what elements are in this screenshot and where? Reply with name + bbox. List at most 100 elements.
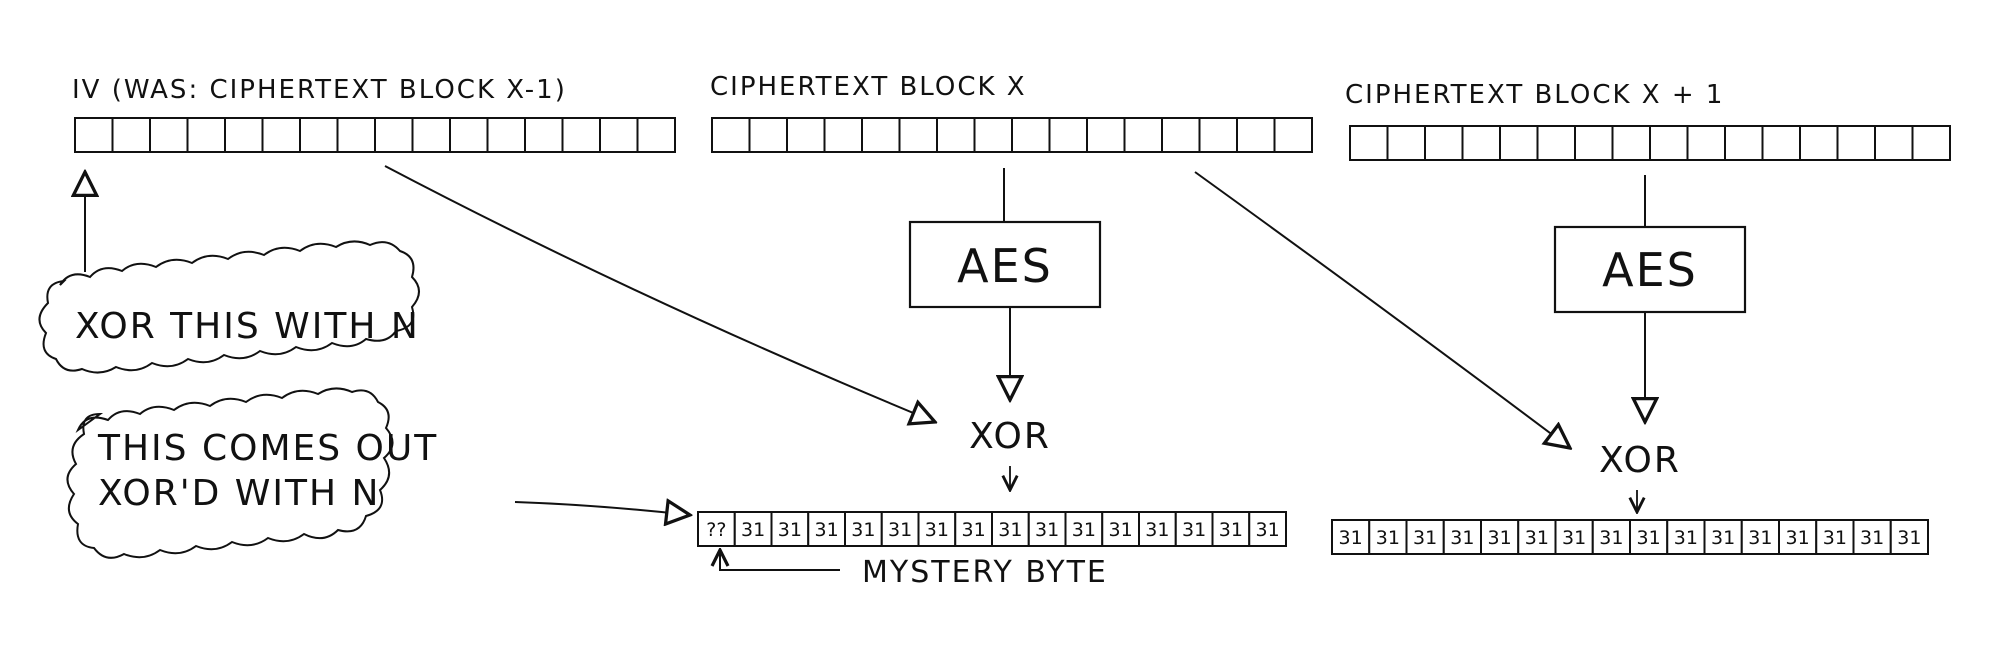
note-out-text-line1: THIS COMES OUT <box>97 428 438 469</box>
aes-box-2: AES <box>1553 175 1747 314</box>
byte-cell <box>1874 125 1914 161</box>
xor-label-2: XOR <box>1599 440 1681 481</box>
byte-cell <box>1724 125 1764 161</box>
byte-value: 31 <box>1072 519 1096 541</box>
byte-value: 31 <box>1109 519 1133 541</box>
byte-cell <box>374 117 414 153</box>
byte-value: 31 <box>888 519 912 541</box>
byte-cell <box>748 117 788 153</box>
byte-value: 31 <box>925 519 949 541</box>
byte-value: 31 <box>1488 527 1512 549</box>
byte-value: 31 <box>962 519 986 541</box>
byte-cell <box>898 117 938 153</box>
byte-cell <box>973 117 1013 153</box>
xor-label-1: XOR <box>969 416 1051 457</box>
byte-cell <box>1686 125 1726 161</box>
byte-cell <box>1198 117 1238 153</box>
iv-to-xor1-arrow <box>384 165 935 422</box>
byte-cell <box>336 117 376 153</box>
byte-cell <box>561 117 601 153</box>
byte-cell <box>1574 125 1614 161</box>
aes-label-1: AES <box>957 239 1053 293</box>
byte-cell <box>1424 125 1464 161</box>
byte-cell <box>1480 519 1520 555</box>
byte-cell <box>1461 125 1501 161</box>
byte-cell <box>524 117 564 153</box>
ciphertext-block-x1-label: CIPHERTEXT BLOCK X + 1 <box>1345 80 1724 110</box>
byte-value: 31 <box>1339 527 1363 549</box>
ciphertext-block-x <box>711 117 1313 153</box>
note-out-cloud: THIS COMES OUT XOR'D WITH N <box>66 387 438 559</box>
byte-cell <box>1889 519 1929 555</box>
byte-cell <box>299 117 339 153</box>
mystery-byte-label: MYSTERY BYTE <box>862 555 1108 590</box>
byte-cell <box>1101 511 1140 547</box>
byte-value: 31 <box>1035 519 1059 541</box>
byte-cell <box>111 117 151 153</box>
byte-cell <box>1911 125 1951 161</box>
byte-value: 31 <box>1599 527 1623 549</box>
byte-cell <box>1048 117 1088 153</box>
byte-cell <box>1761 125 1801 161</box>
byte-cell <box>1799 125 1839 161</box>
byte-cell <box>224 117 264 153</box>
byte-cell <box>1273 117 1313 153</box>
byte-value: 31 <box>1637 527 1661 549</box>
byte-value: 31 <box>998 519 1022 541</box>
byte-value: 31 <box>1897 527 1921 549</box>
byte-value: 31 <box>1562 527 1586 549</box>
iv-block <box>74 117 676 153</box>
byte-cell <box>1138 511 1177 547</box>
byte-cell <box>936 117 976 153</box>
byte-value: 31 <box>1413 527 1437 549</box>
byte-cell <box>1536 125 1576 161</box>
iv-block-label: IV (WAS: CIPHERTEXT BLOCK X-1) <box>72 75 567 105</box>
byte-cell <box>697 511 736 547</box>
byte-value: 31 <box>815 519 839 541</box>
byte-value: 31 <box>1219 519 1243 541</box>
byte-cell <box>1248 511 1287 547</box>
byte-value: 31 <box>1711 527 1735 549</box>
byte-value: 31 <box>1145 519 1169 541</box>
byte-cell <box>1499 125 1539 161</box>
byte-cell <box>786 117 826 153</box>
byte-value: 31 <box>741 519 765 541</box>
byte-cell <box>991 511 1030 547</box>
byte-cell <box>186 117 226 153</box>
byte-cell <box>149 117 189 153</box>
ciphertext-block-x1 <box>1349 125 1951 161</box>
byte-value: 31 <box>851 519 875 541</box>
byte-value: 31 <box>1823 527 1847 549</box>
note-xor-cloud: XOR THIS WITH N <box>38 240 420 374</box>
aes-box-1: AES <box>908 168 1102 309</box>
byte-value: 31 <box>778 519 802 541</box>
byte-cell <box>1740 519 1780 555</box>
byte-value: 31 <box>1860 527 1884 549</box>
byte-value: 31 <box>1450 527 1474 549</box>
byte-cell <box>861 117 901 153</box>
byte-cell <box>261 117 301 153</box>
byte-cell <box>411 117 451 153</box>
byte-cell <box>449 117 489 153</box>
byte-value: 31 <box>1376 527 1400 549</box>
byte-cell <box>1386 125 1426 161</box>
byte-cell <box>1405 519 1445 555</box>
byte-cell <box>1086 117 1126 153</box>
byte-cell <box>1591 519 1631 555</box>
byte-cell <box>1161 117 1201 153</box>
note-to-plaintext-arrow <box>514 502 690 515</box>
byte-cell <box>74 117 114 153</box>
byte-cell <box>1331 519 1371 555</box>
byte-cell <box>636 117 676 153</box>
byte-cell <box>1174 511 1214 547</box>
byte-cell <box>599 117 639 153</box>
byte-cell <box>1836 125 1876 161</box>
note-out-text-line2: XOR'D WITH N <box>98 473 380 514</box>
byte-cell <box>1211 511 1251 547</box>
blockx-to-xor2-arrow <box>1194 171 1570 448</box>
byte-value: 31 <box>1674 527 1698 549</box>
byte-value: 31 <box>1786 527 1810 549</box>
byte-cell <box>1666 519 1706 555</box>
